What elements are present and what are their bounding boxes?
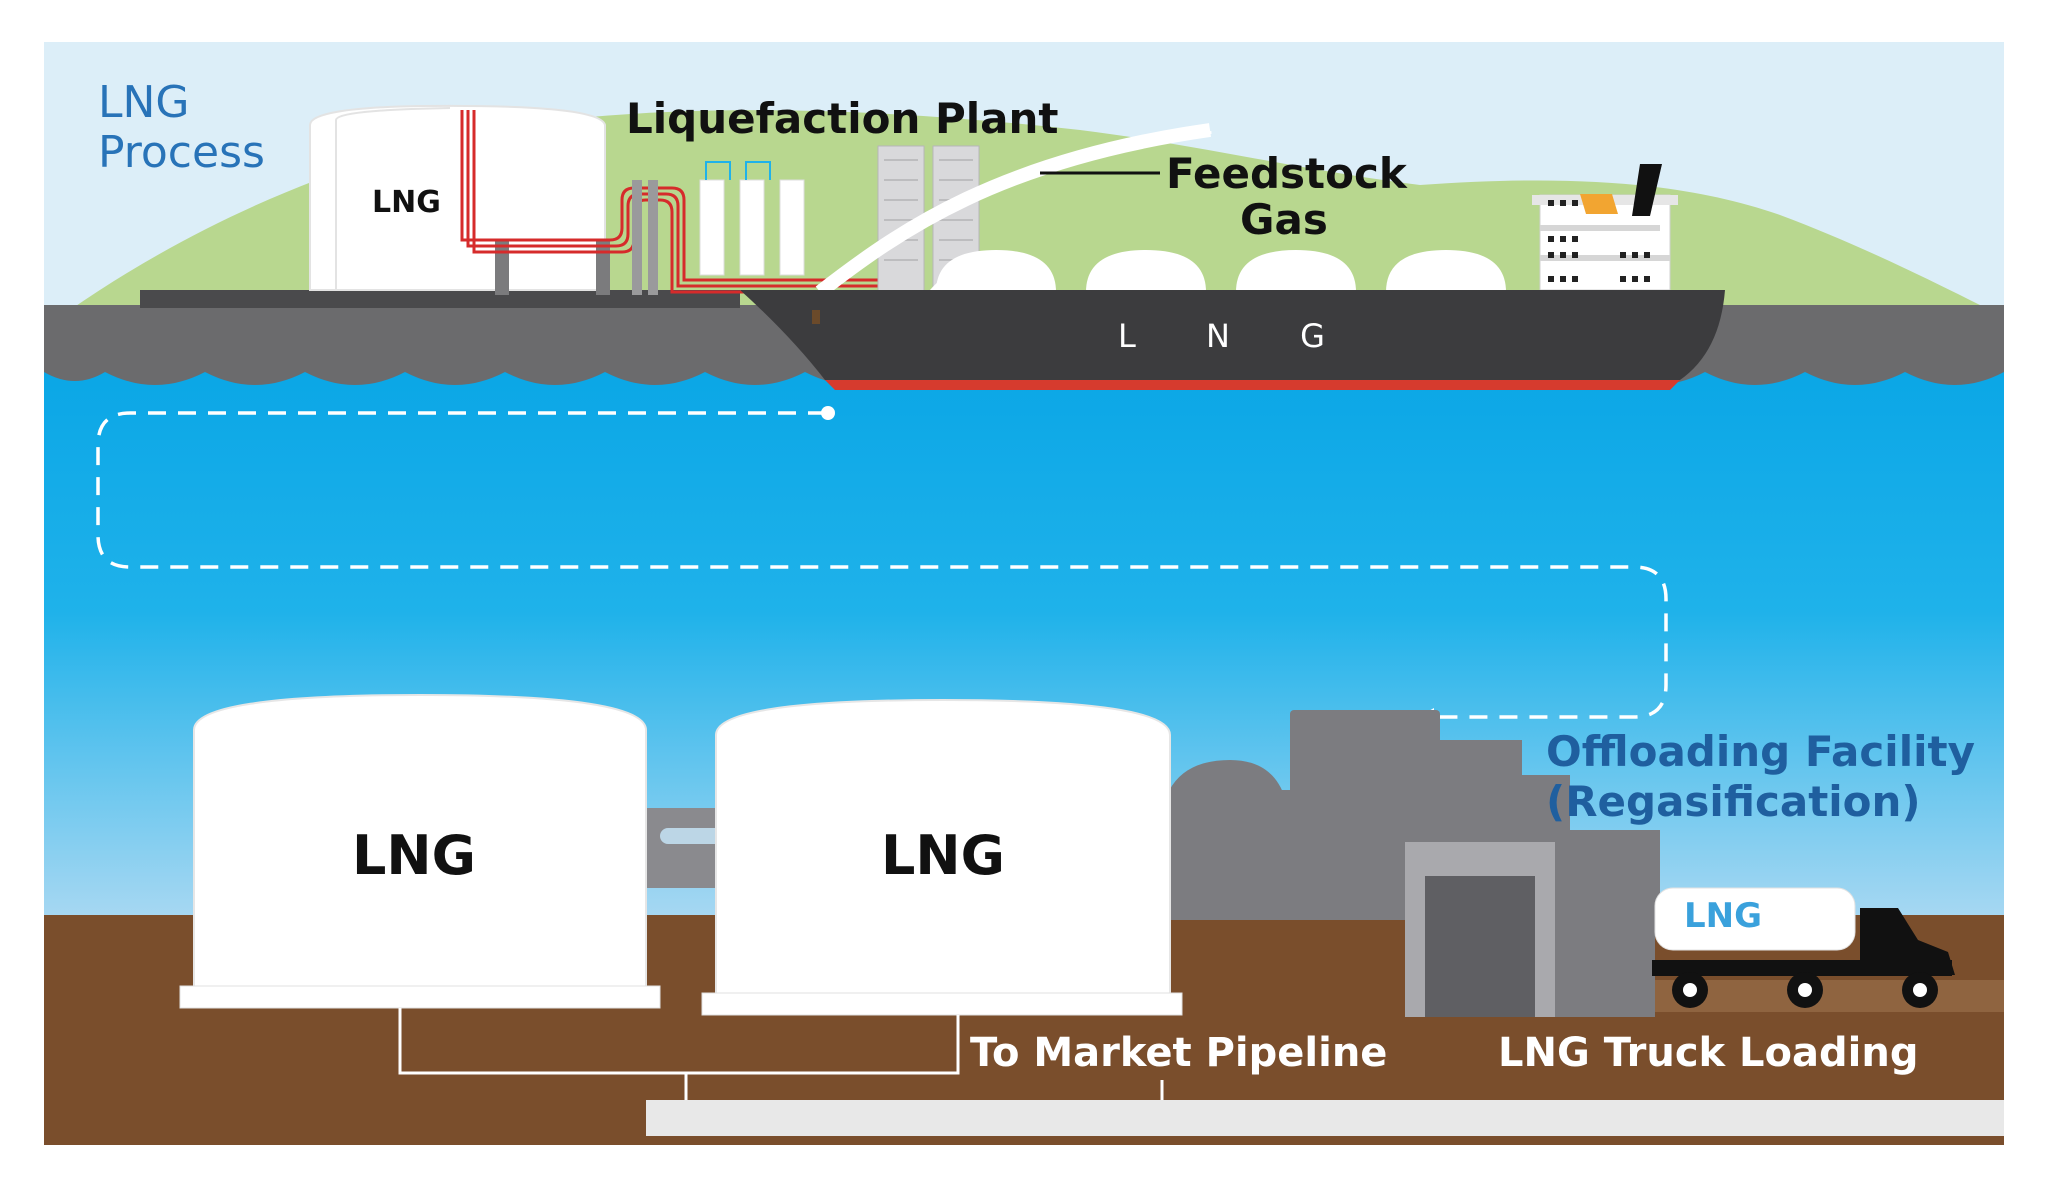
- diagram-title-line2: Process: [98, 127, 265, 178]
- feedstock-gas-label-line1: Feedstock: [1166, 149, 1407, 198]
- storage-tank-1-icon: [179, 693, 661, 1009]
- tanker-truck-icon: [1652, 887, 1955, 1008]
- liquefaction-plant-label: Liquefaction Plant: [626, 94, 1059, 143]
- offloading-facility-label-line2: (Regasification): [1546, 777, 1921, 826]
- storage-tank-2-label: LNG: [881, 824, 1005, 887]
- truck-tank-label: LNG: [1684, 896, 1763, 936]
- offloading-facility-label-line1: Offloading Facility: [1546, 727, 1975, 776]
- storage-tank-1-label: LNG: [352, 824, 476, 887]
- ship-hull-label: L N G: [1118, 317, 1355, 355]
- pipeline-icon: [398, 1008, 2004, 1136]
- to-market-pipeline-label: To Market Pipeline: [970, 1030, 1388, 1076]
- shore-storage-tank-icon: [309, 104, 610, 295]
- diagram-title-line1: LNG: [98, 77, 190, 128]
- truck-loading-building-icon: [1405, 842, 1655, 1017]
- feedstock-gas-label-line2: Gas: [1240, 195, 1328, 244]
- shore-tank-label: LNG: [372, 185, 441, 220]
- lng-carrier-ship-icon: [740, 164, 1725, 390]
- dock-top-strip: [140, 290, 740, 308]
- lng-truck-loading-label: LNG Truck Loading: [1498, 1030, 1919, 1076]
- storage-tank-2-icon: [701, 698, 1183, 1016]
